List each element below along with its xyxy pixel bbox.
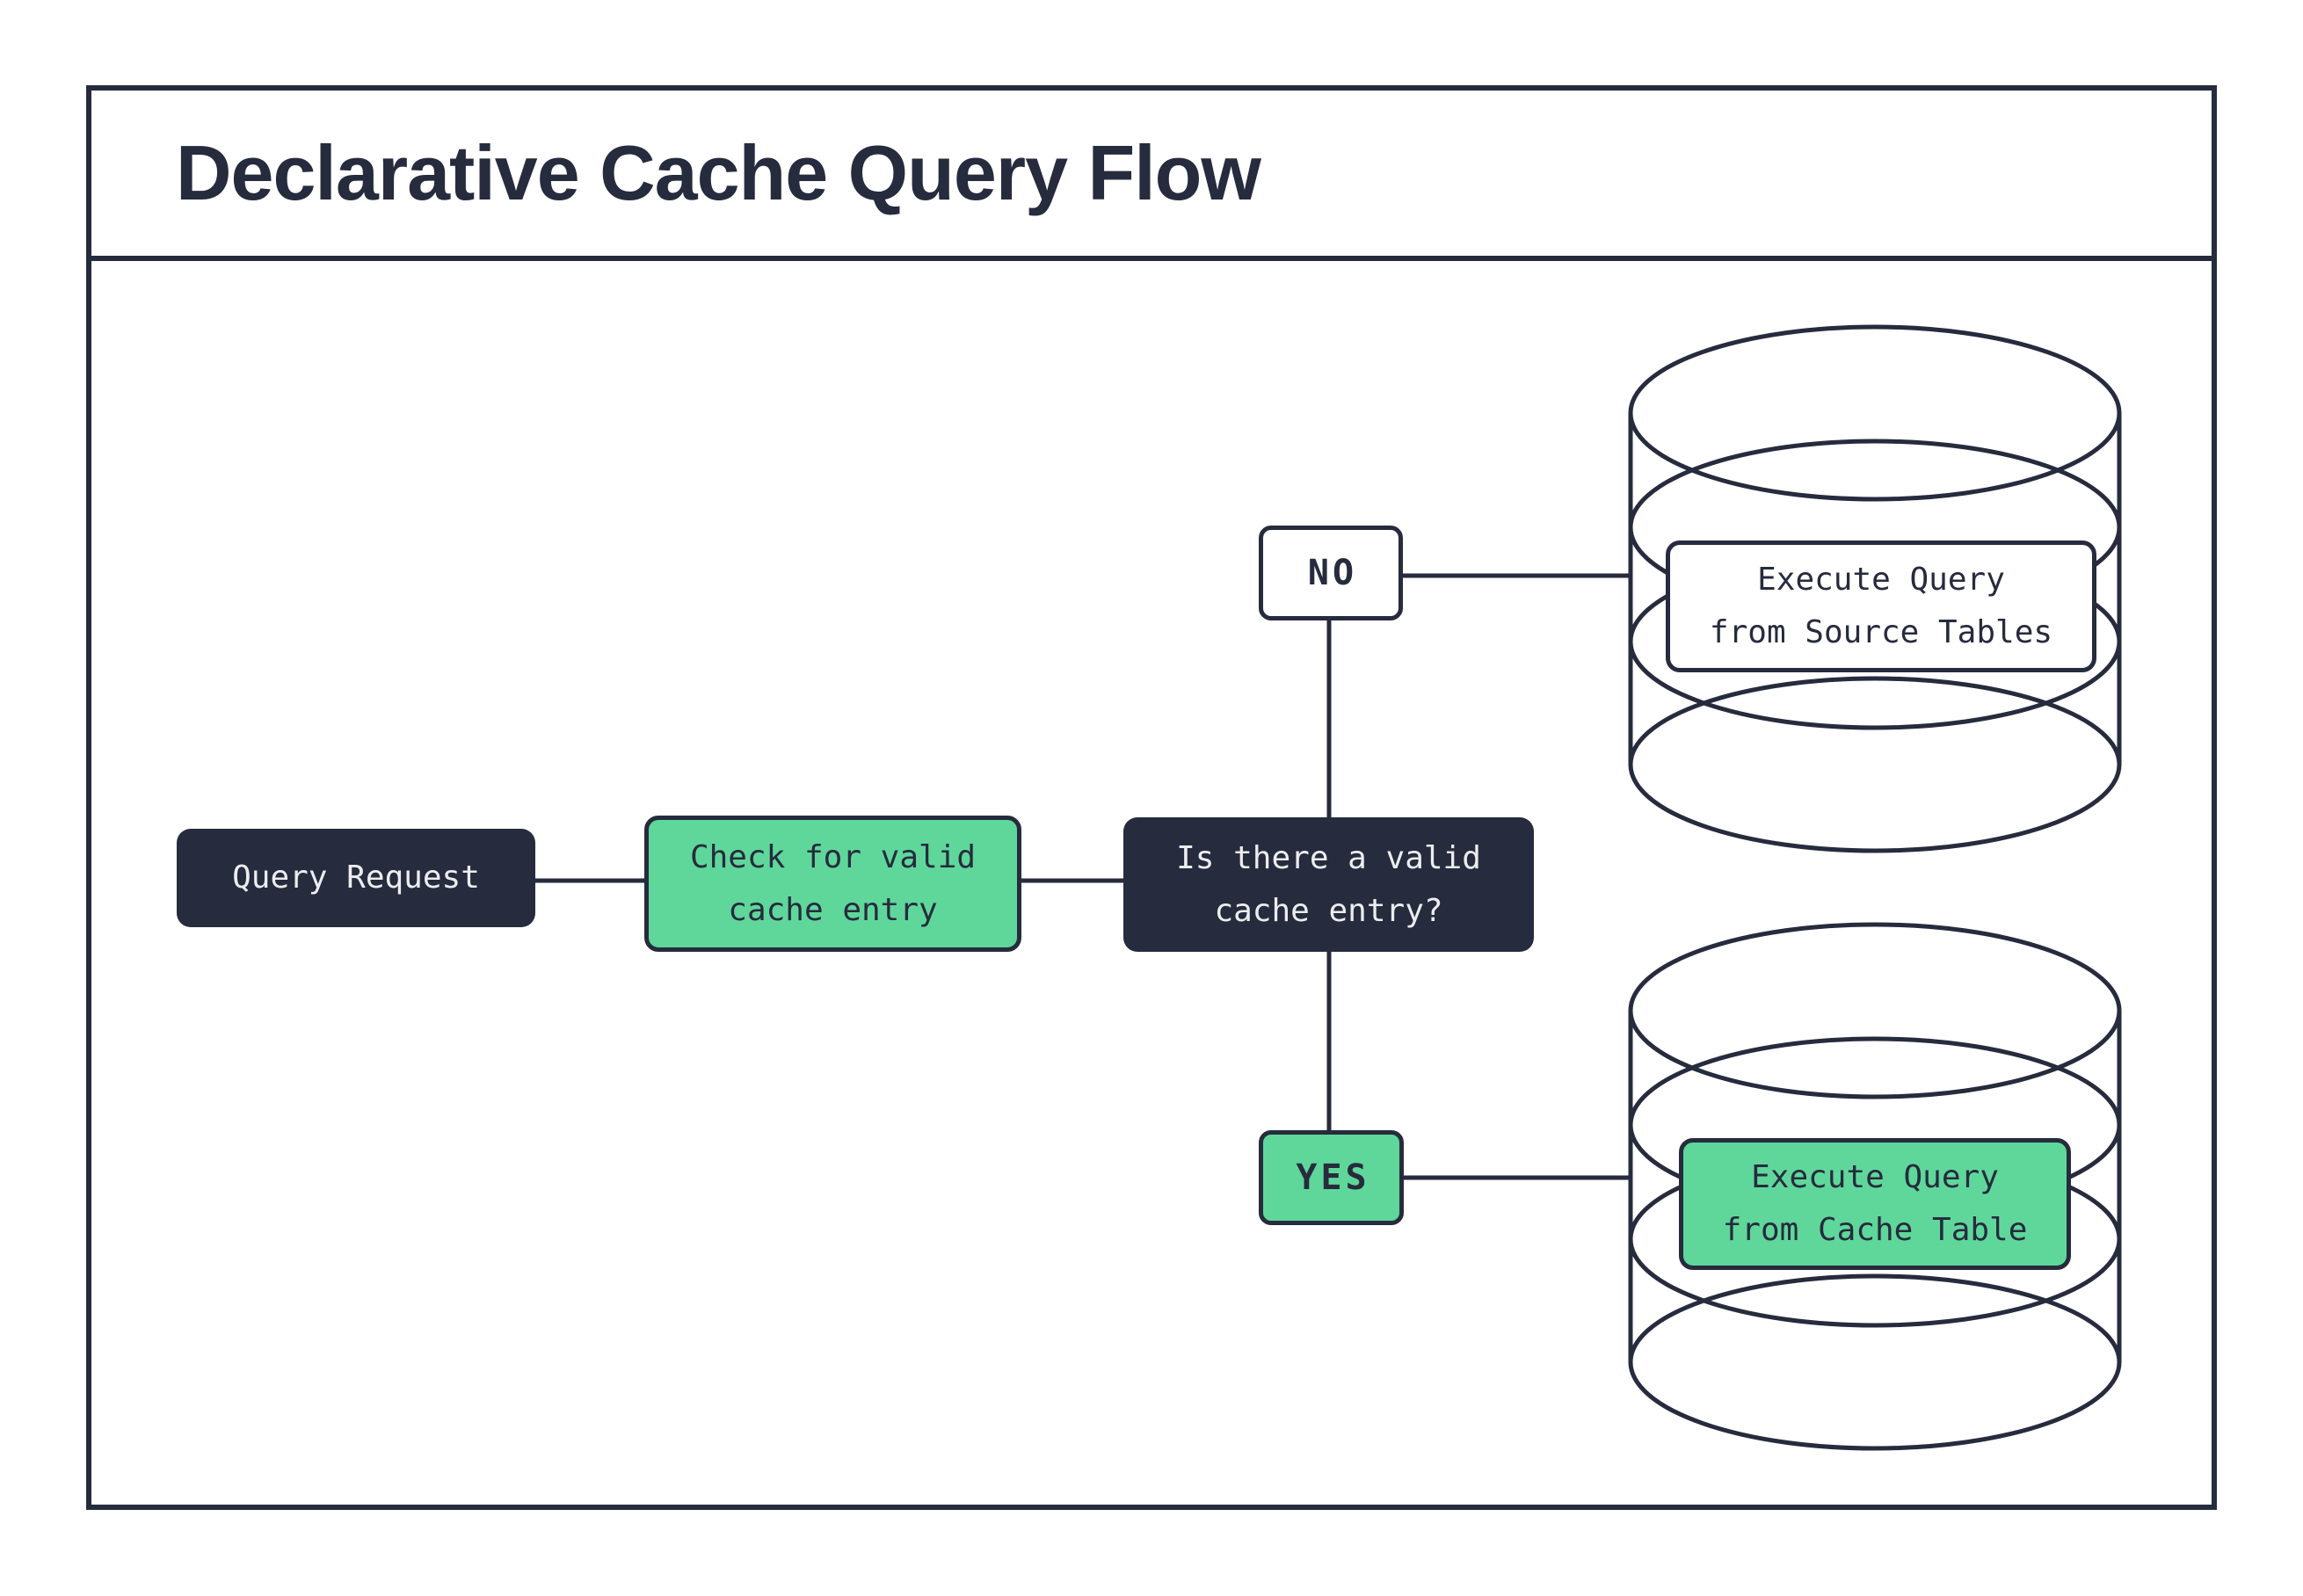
node-execute-source-tables: Execute Query from Source Tables	[1666, 540, 2096, 672]
node-decision-valid-cache: Is there a valid cache entry?	[1123, 817, 1534, 952]
title-bar: Declarative Cache Query Flow	[91, 91, 2212, 261]
diagram-frame: Declarative Cache Query Flow	[86, 85, 2217, 1510]
branch-label-no: NO	[1259, 526, 1403, 620]
page-title: Declarative Cache Query Flow	[176, 129, 1261, 216]
node-check-cache: Check for valid cache entry	[644, 816, 1021, 952]
node-query-request: Query Request	[177, 829, 535, 927]
branch-label-yes: YES	[1259, 1130, 1404, 1225]
node-execute-cache-table: Execute Query from Cache Table	[1679, 1138, 2071, 1270]
